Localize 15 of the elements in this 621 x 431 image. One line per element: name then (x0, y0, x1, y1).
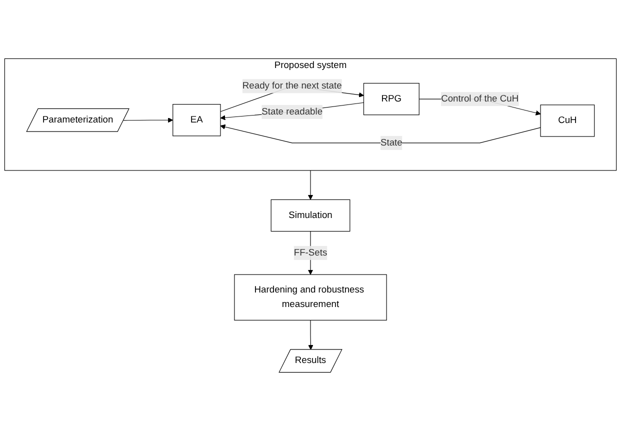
node-box: CuH (540, 104, 595, 137)
edge-label: Ready for the next state (242, 80, 342, 91)
arrow (308, 170, 314, 200)
edge-label: FF-Sets (294, 248, 328, 258)
arrow (220, 124, 541, 144)
edge-label: State (380, 138, 402, 148)
arrow (308, 320, 314, 350)
node-box: Hardening and robustness measurement (234, 274, 387, 321)
edge-label: Control of the CuH (441, 94, 519, 104)
node-box: RPG (363, 82, 420, 116)
arrow (220, 102, 364, 120)
node-box: Simulation (270, 199, 350, 232)
arrow (123, 118, 174, 123)
node-box: EA (172, 104, 221, 136)
edge-label: State readable (262, 106, 323, 117)
